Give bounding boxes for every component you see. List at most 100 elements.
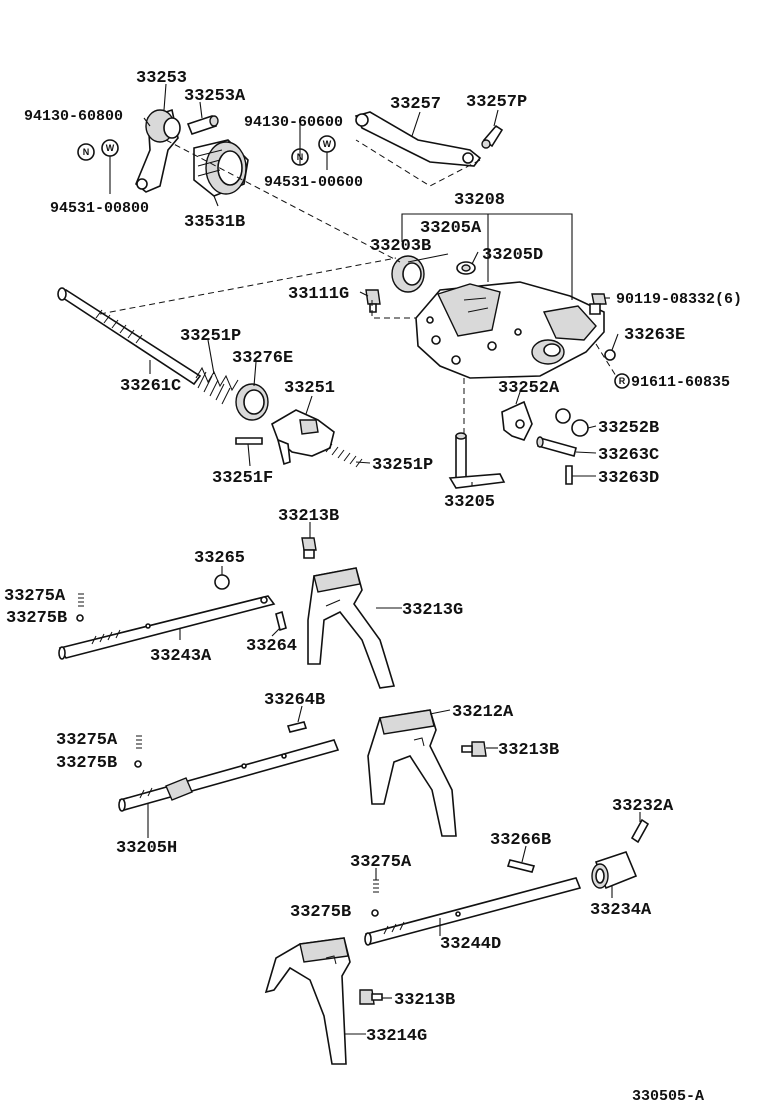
plug-33111G-drawing [365, 289, 381, 313]
label-33111G: 33111G [288, 285, 349, 304]
label-33257: 33257 [390, 95, 441, 114]
collar-33276E-drawing [235, 383, 269, 421]
nut-washer-badges-right: N W [291, 135, 336, 166]
label-33212A: 33212A [452, 703, 514, 722]
label-33203B: 33203B [370, 237, 431, 256]
bolt-33213B-1-drawing [301, 537, 317, 559]
bolt-90119-drawing [589, 293, 607, 315]
label-33253: 33253 [136, 69, 187, 88]
label-33213G: 33213G [402, 601, 463, 620]
label-94531-00800: 94531-00800 [50, 200, 149, 217]
spring-33275A-2-drawing [134, 735, 142, 768]
label-33243A: 33243A [150, 647, 212, 666]
pin-33253A-drawing [186, 115, 219, 135]
label-33275B-middle: 33275B [56, 754, 117, 773]
pin-33264-drawing [275, 610, 287, 632]
fork-33213G-drawing [307, 567, 396, 689]
label-33265: 33265 [194, 549, 245, 568]
label-33275B-lower: 33275B [290, 903, 351, 922]
label-33263E: 33263E [624, 326, 685, 345]
rod-33244D-drawing [364, 877, 582, 946]
housing-33208-drawing [415, 281, 605, 379]
spring-33275A-3-drawing [371, 879, 379, 917]
nut-badge-icon: N [83, 147, 90, 157]
washer-33252B-drawing [555, 408, 589, 437]
bearing-33203B-drawing [391, 255, 425, 293]
label-33252A: 33252A [498, 379, 560, 398]
label-33276E: 33276E [232, 349, 293, 368]
rod-33205H-drawing [118, 739, 340, 812]
label-33213B-middle: 33213B [498, 741, 559, 760]
label-33264B: 33264B [264, 691, 325, 710]
link-33257-drawing [354, 111, 482, 167]
label-33213B-lower: 33213B [394, 991, 455, 1010]
pin-33263C-drawing [536, 436, 577, 457]
pin-33251F-drawing [235, 437, 263, 445]
pin-33257P-drawing [481, 124, 504, 149]
label-33253A: 33253A [184, 87, 246, 106]
selector-33251-drawing [271, 409, 335, 466]
label-33251P-bottom: 33251P [372, 456, 433, 475]
bolt-33213B-3-drawing [359, 989, 383, 1005]
bracket-33208 [401, 213, 573, 300]
label-33252B: 33252B [598, 419, 659, 438]
label-33261C: 33261C [120, 377, 181, 396]
boot-33531B-drawing [193, 139, 249, 197]
shaft-33205-drawing [448, 432, 506, 489]
label-33251F: 33251F [212, 469, 273, 488]
nut-washer-badges-left: N W [77, 139, 119, 161]
label-33263D: 33263D [598, 469, 659, 488]
pin-33266B-drawing [506, 859, 536, 873]
label-33275A-middle: 33275A [56, 731, 118, 750]
seal-33205D-drawing [456, 261, 476, 275]
label-33214G: 33214G [366, 1027, 427, 1046]
badge-91611: R [614, 373, 630, 389]
label-33275A-upper: 33275A [4, 587, 66, 606]
label-33234A: 33234A [590, 901, 652, 920]
figure-code: 330505-A [632, 1088, 704, 1105]
label-33232A: 33232A [612, 797, 674, 816]
spring-33251P-top-drawing [195, 366, 239, 405]
spring-33251P-bot-drawing [325, 443, 363, 468]
spring-33275A-1-drawing [76, 593, 84, 622]
label-33257P: 33257P [466, 93, 527, 112]
bolt-33213B-2-drawing [461, 741, 487, 757]
washer-badge-icon: W [106, 143, 115, 153]
label-33263C: 33263C [598, 446, 659, 465]
label-33251: 33251 [284, 379, 335, 398]
lever-33252A-drawing [501, 400, 533, 441]
label-33275B-upper: 33275B [6, 609, 67, 628]
label-33264: 33264 [246, 637, 297, 656]
pin-33264B-drawing [286, 721, 308, 733]
label-33205H: 33205H [116, 839, 177, 858]
label-33205A: 33205A [420, 219, 482, 238]
pin-33263D-drawing [565, 465, 573, 485]
label-33275A-lower: 33275A [350, 853, 412, 872]
label-33208: 33208 [454, 191, 505, 210]
plug-33263E-drawing [604, 349, 616, 361]
label-91611-60835: 91611-60835 [631, 374, 730, 391]
collar-33234A-drawing [591, 851, 638, 890]
ball-33265-drawing [214, 574, 230, 590]
shaft-33261C-drawing [57, 287, 202, 386]
label-94531-00600: 94531-00600 [264, 174, 363, 191]
label-33266B: 33266B [490, 831, 551, 850]
label-94130-60800: 94130-60800 [24, 108, 123, 125]
label-33205D: 33205D [482, 246, 543, 265]
label-33251P-top: 33251P [180, 327, 241, 346]
label-33205: 33205 [444, 493, 495, 512]
pin-33232A-drawing [630, 818, 650, 844]
lever-33253-drawing [135, 108, 181, 193]
rod-33243A-drawing [58, 595, 276, 660]
label-90119-08332: 90119-08332(6) [616, 291, 742, 308]
label-33531B: 33531B [184, 213, 245, 232]
round-badge-icon: R [619, 376, 626, 386]
washer-badge-icon-2: W [323, 139, 332, 149]
label-33213B-upper: 33213B [278, 507, 339, 526]
label-33244D: 33244D [440, 935, 501, 954]
label-94130-60600: 94130-60600 [244, 114, 343, 131]
fork-33214G-drawing [264, 937, 351, 1065]
leader-lines [109, 83, 641, 1035]
